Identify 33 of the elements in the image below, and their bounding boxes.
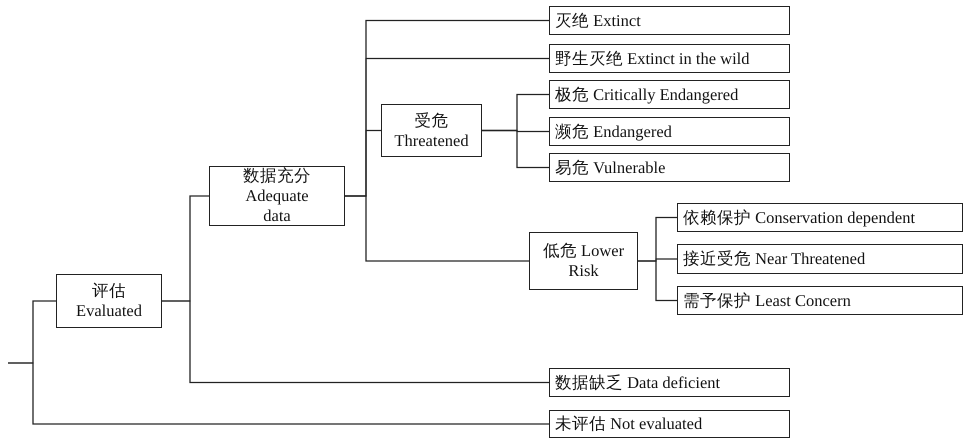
category-box <box>677 244 963 274</box>
category-box <box>677 286 963 315</box>
category-label: 未评估 Not evaluated <box>555 414 702 434</box>
category-label: 需予保护 Least Concern <box>683 290 851 310</box>
category-label: 数据缺乏 Data deficient <box>555 372 720 392</box>
connector-line <box>345 195 529 262</box>
connector-line <box>8 362 549 425</box>
category-box <box>381 104 482 157</box>
connector-line <box>482 130 549 168</box>
category-box <box>209 166 345 226</box>
category-box <box>549 80 790 109</box>
category-box <box>549 153 790 182</box>
category-box <box>549 368 790 397</box>
category-box <box>549 6 790 35</box>
category-label: 极危 Critically Endangered <box>555 84 738 104</box>
category-label: 低危 Lower Risk <box>542 241 626 281</box>
category-label: 受危 Threatened <box>393 110 470 150</box>
connector-line <box>162 300 549 384</box>
category-label: 接近受危 Near Threatened <box>683 249 866 269</box>
category-label: 依赖保护 Conservation dependent <box>683 208 916 228</box>
category-box <box>549 44 790 73</box>
category-label: 数据充分 Adequate data <box>242 166 312 226</box>
category-label: 野生灭绝 Extinct in the wild <box>555 48 750 68</box>
category-box <box>677 203 963 232</box>
connector-line <box>638 260 677 302</box>
category-box <box>549 117 790 146</box>
category-box <box>56 274 162 328</box>
category-box <box>529 232 638 290</box>
category-label: 评估 Evaluated <box>75 281 143 321</box>
category-box <box>549 410 790 438</box>
category-label: 灭绝 Extinct <box>555 10 641 30</box>
category-label: 濒危 Endangered <box>555 122 672 142</box>
category-label: 易危 Vulnerable <box>555 158 666 178</box>
